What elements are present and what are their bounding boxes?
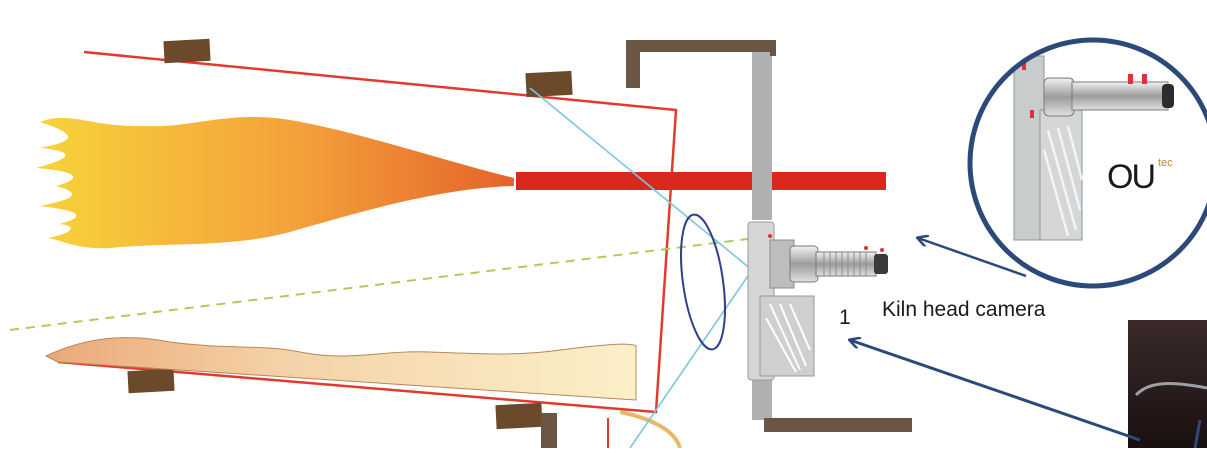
arrow-icon-lower	[850, 340, 1141, 442]
wall-lip	[770, 44, 776, 56]
photo-detail	[1134, 382, 1207, 397]
support-brick-2	[525, 70, 573, 98]
support-post	[541, 413, 557, 448]
view-line-top	[529, 87, 753, 271]
wall-bottom-cap	[764, 418, 912, 432]
magnifier-ring	[967, 37, 1207, 289]
callout-number: 1	[839, 306, 851, 329]
burner-pipe	[516, 172, 886, 190]
support-brick-1	[163, 38, 211, 64]
clinker-bed	[44, 337, 637, 401]
clinker-drop	[619, 410, 682, 449]
wall-upper	[752, 52, 772, 220]
kiln-axis	[9, 237, 757, 331]
support-brick-4	[495, 402, 543, 430]
camera-housing-icon	[747, 221, 888, 381]
view-ellipse	[680, 213, 726, 351]
brand-suffix: tec	[1158, 157, 1173, 169]
support-brick-3	[127, 368, 175, 394]
brand-name: OU	[1107, 158, 1156, 196]
view-line-bottom	[629, 269, 753, 449]
arrow-icon	[918, 238, 1027, 278]
flame	[36, 116, 514, 249]
wall-top-cap	[626, 40, 776, 88]
kiln-shell-outline	[57, 50, 678, 414]
photo-edge	[1193, 419, 1202, 449]
callout-label: Kiln head camera	[882, 298, 1046, 321]
wall-lower	[752, 380, 772, 420]
